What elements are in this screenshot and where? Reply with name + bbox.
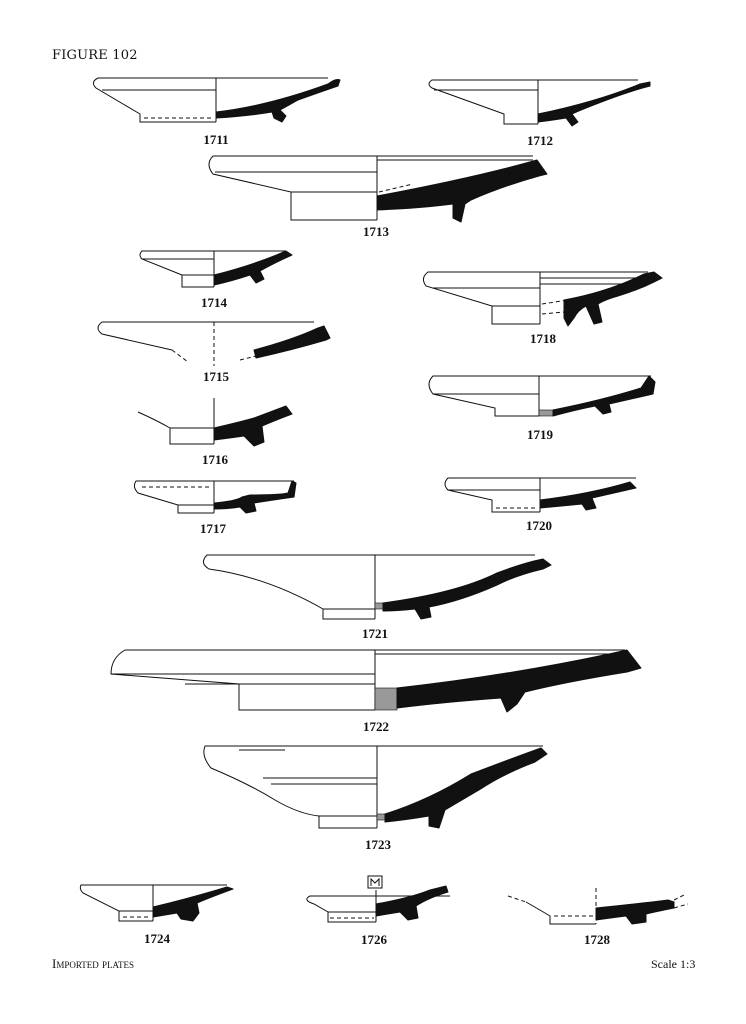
catalogue-number-1728: 1728 xyxy=(584,932,610,947)
figure-caption: Imported plates xyxy=(52,956,135,971)
catalogue-number-1714: 1714 xyxy=(201,295,227,310)
plate-drawing-1711 xyxy=(92,77,341,123)
scale-label: Scale 1:3 xyxy=(651,957,696,971)
plate-drawing-1718 xyxy=(422,271,663,327)
catalogue-number-1716: 1716 xyxy=(202,452,228,467)
catalogue-number-1715: 1715 xyxy=(203,369,229,384)
plate-drawing-1720 xyxy=(444,477,637,513)
figure-title: FIGURE 102 xyxy=(52,48,138,63)
catalogue-number-1722: 1722 xyxy=(363,719,389,734)
plate-drawing-1714 xyxy=(139,250,293,288)
plate-drawing-1712 xyxy=(428,79,651,127)
plate-drawing-1719 xyxy=(428,375,656,417)
stamp-mark-icon xyxy=(367,875,383,889)
plate-drawing-1724 xyxy=(79,884,234,922)
catalogue-number-1711: 1711 xyxy=(203,132,229,147)
plate-drawing-1728 xyxy=(507,888,689,925)
plate-drawing-1721 xyxy=(203,554,552,620)
catalogue-number-1712: 1712 xyxy=(527,133,553,148)
plate-drawing-1722 xyxy=(110,649,642,713)
plate-drawing-1717 xyxy=(133,480,297,514)
plate-drawing-1715 xyxy=(97,321,331,366)
plate-drawing-1723 xyxy=(203,745,548,829)
catalogue-number-1718: 1718 xyxy=(530,331,556,346)
catalogue-number-1724: 1724 xyxy=(144,931,170,946)
catalogue-number-1723: 1723 xyxy=(365,837,391,852)
catalogue-number-1721: 1721 xyxy=(362,626,388,641)
catalogue-number-1719: 1719 xyxy=(527,427,553,442)
plate-drawing-1713 xyxy=(208,155,548,223)
plate-drawing-1716 xyxy=(137,398,293,447)
catalogue-number-1717: 1717 xyxy=(200,521,226,536)
catalogue-number-1713: 1713 xyxy=(363,224,389,239)
catalogue-number-1726: 1726 xyxy=(361,932,387,947)
plate-drawing-1726 xyxy=(306,875,450,923)
catalogue-number-1720: 1720 xyxy=(526,518,552,533)
